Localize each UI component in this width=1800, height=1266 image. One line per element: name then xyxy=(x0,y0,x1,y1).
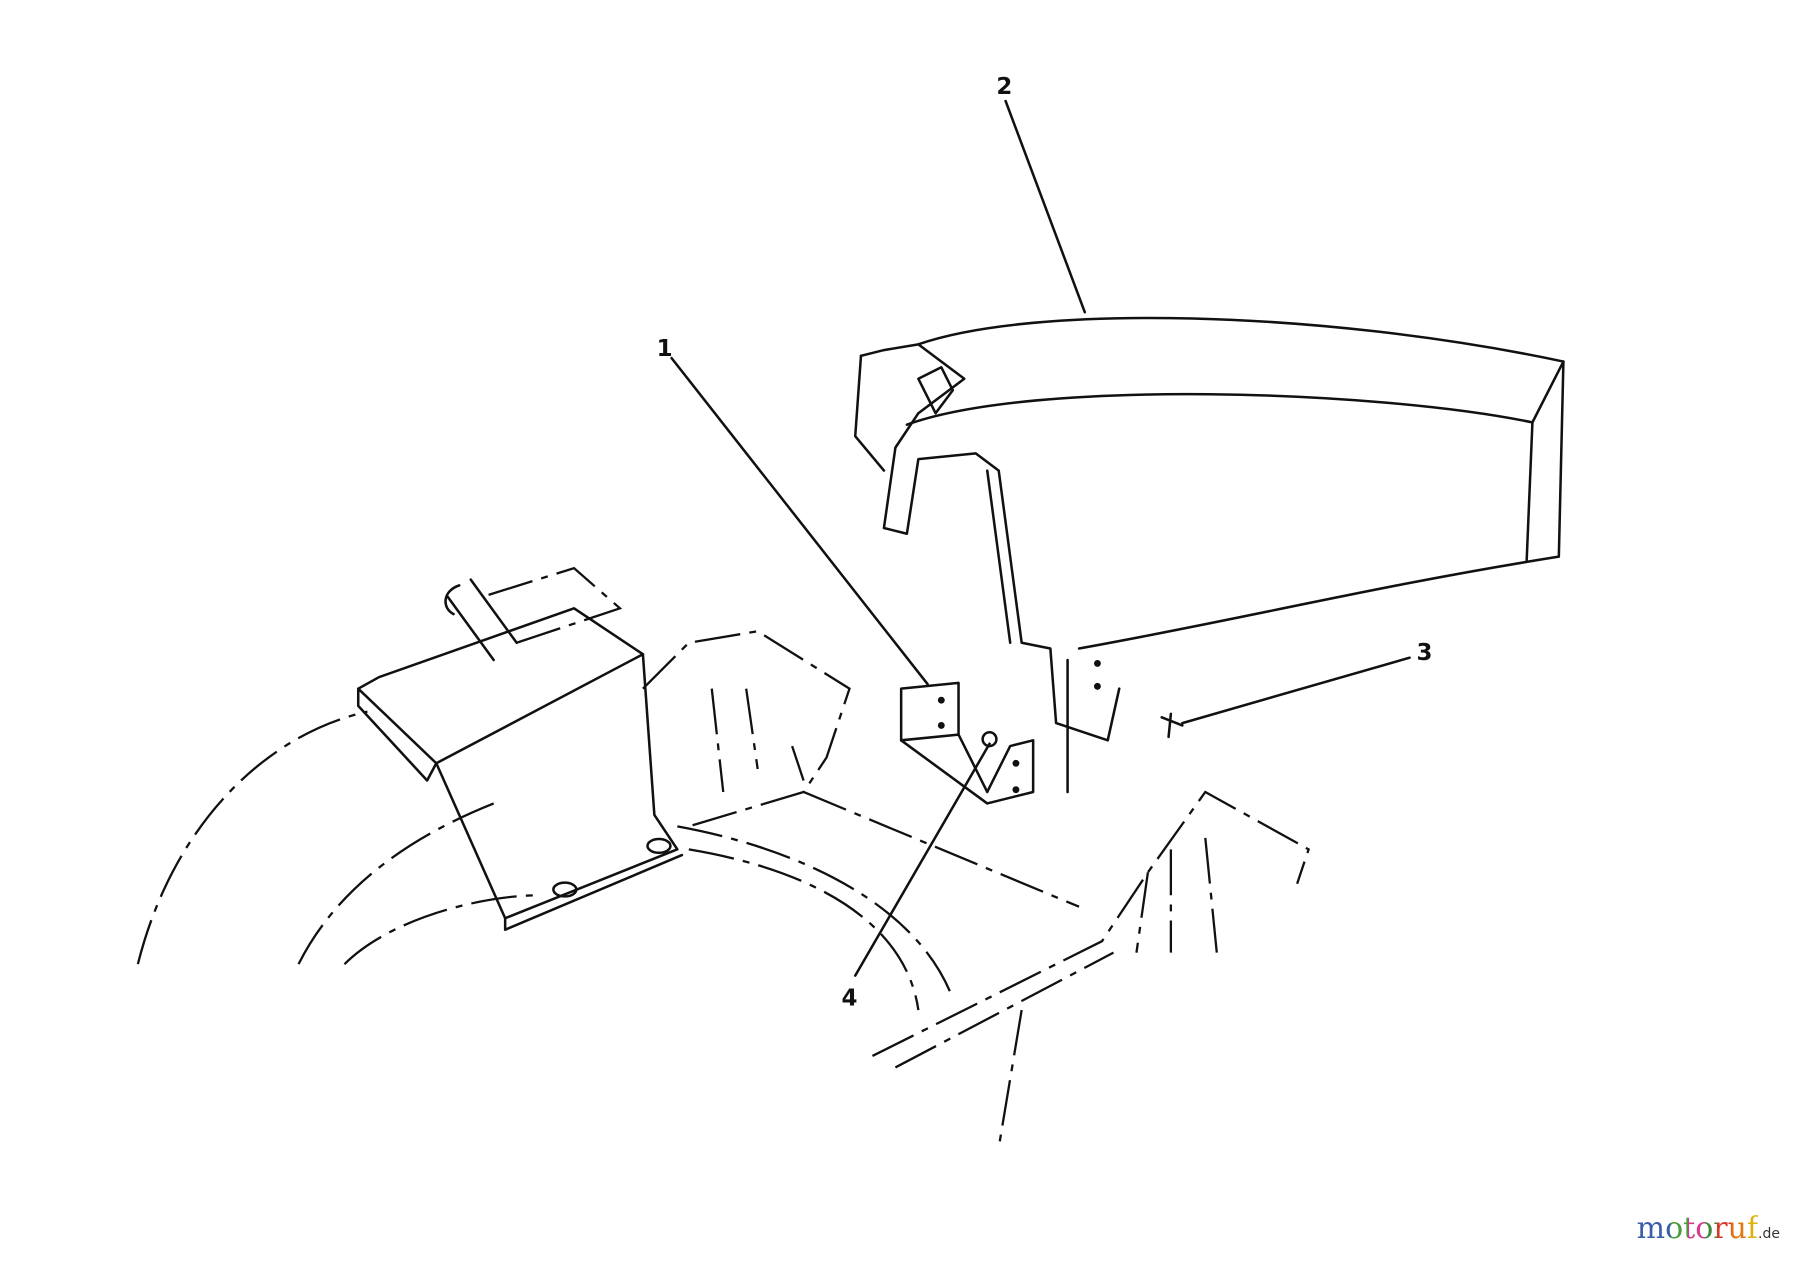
leader-lines xyxy=(670,99,1411,977)
mower-deck-outline xyxy=(136,630,1310,1148)
callout-4: 4 xyxy=(841,985,857,1011)
callout-1: 1 xyxy=(657,336,673,362)
part-2-chute xyxy=(853,316,1565,794)
watermark-text: motoruf xyxy=(1636,1211,1759,1246)
watermark-suffix: .de xyxy=(1758,1226,1780,1242)
callout-3: 3 xyxy=(1417,640,1433,666)
part-3-screw xyxy=(1160,712,1184,739)
watermark-logo: motoruf.de xyxy=(1637,1211,1780,1246)
discharge-mount xyxy=(356,566,684,931)
part-1-bracket xyxy=(899,681,1035,805)
callout-2: 2 xyxy=(996,74,1012,100)
